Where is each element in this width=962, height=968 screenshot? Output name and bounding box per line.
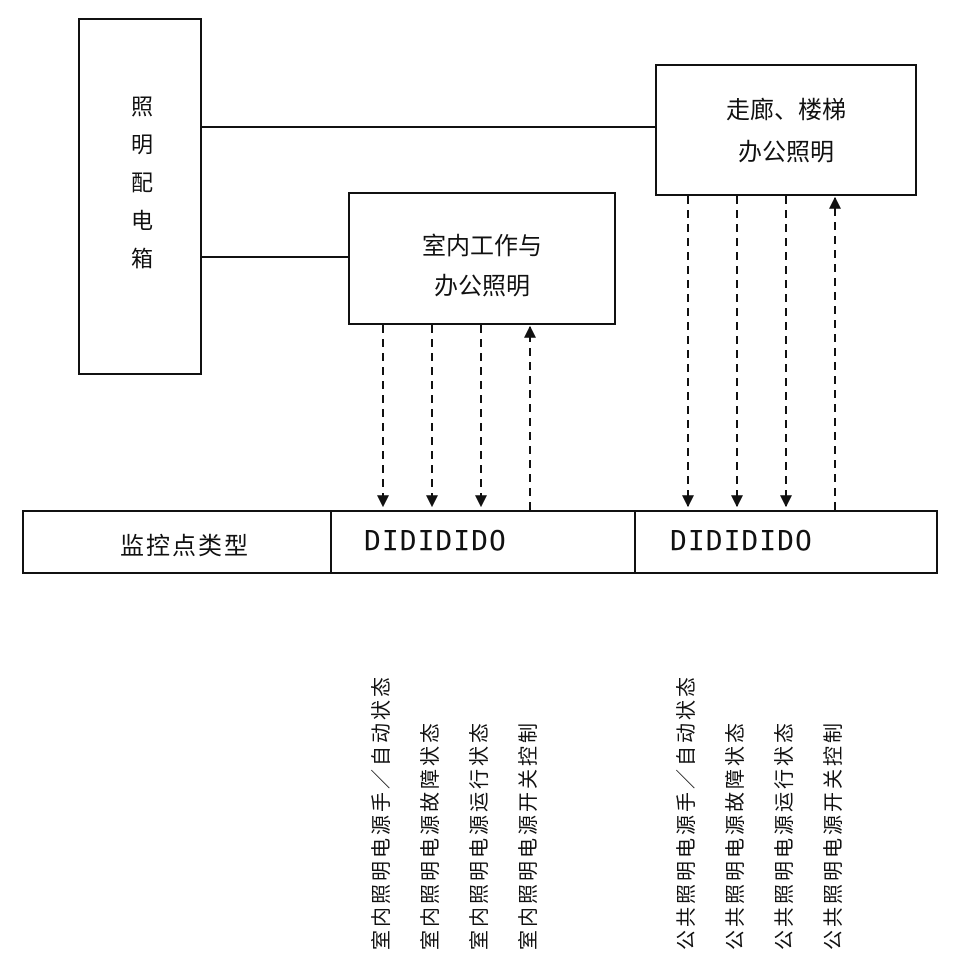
indoor-codes-cell: DIDIDIDO [330, 512, 636, 572]
public-signal-label-2: 公共照明电源故障状态 [723, 720, 747, 950]
monitor-type-table: 监控点类型 DIDIDIDO DIDIDIDO [22, 510, 938, 574]
indoor-lighting-box: 室内工作与 办公照明 [348, 192, 616, 325]
public-codes-cell: DIDIDIDO [636, 512, 938, 572]
lighting-distribution-box: 照明配电箱 [78, 18, 202, 375]
indoor-codes: DIDIDIDO [364, 524, 507, 557]
distribution-box-label: 照明配电箱 [127, 95, 152, 285]
public-signal-label-4: 公共照明电源开关控制 [821, 720, 845, 950]
indoor-signal-arrows [377, 325, 536, 510]
public-signal-arrows [682, 196, 841, 510]
indoor-lighting-line1: 室内工作与 [422, 232, 542, 260]
corridor-lighting-line2: 办公照明 [738, 138, 834, 166]
public-codes: DIDIDIDO [670, 524, 813, 557]
corridor-lighting-line1: 走廊、楼梯 [726, 96, 846, 124]
public-signal-label-1: 公共照明电源手／自动状态 [674, 674, 698, 950]
indoor-lighting-line2: 办公照明 [434, 272, 530, 300]
public-signal-label-3: 公共照明电源运行状态 [772, 720, 796, 950]
indoor-signal-label-2: 室内照明电源故障状态 [418, 720, 442, 950]
indoor-signal-label-3: 室内照明电源运行状态 [467, 720, 491, 950]
indoor-signal-label-4: 室内照明电源开关控制 [516, 720, 540, 950]
corridor-lighting-box: 走廊、楼梯 办公照明 [655, 64, 917, 196]
monitor-header-label: 监控点类型 [120, 532, 250, 560]
monitor-header-cell: 监控点类型 [24, 512, 332, 572]
indoor-signal-label-1: 室内照明电源手／自动状态 [369, 674, 393, 950]
